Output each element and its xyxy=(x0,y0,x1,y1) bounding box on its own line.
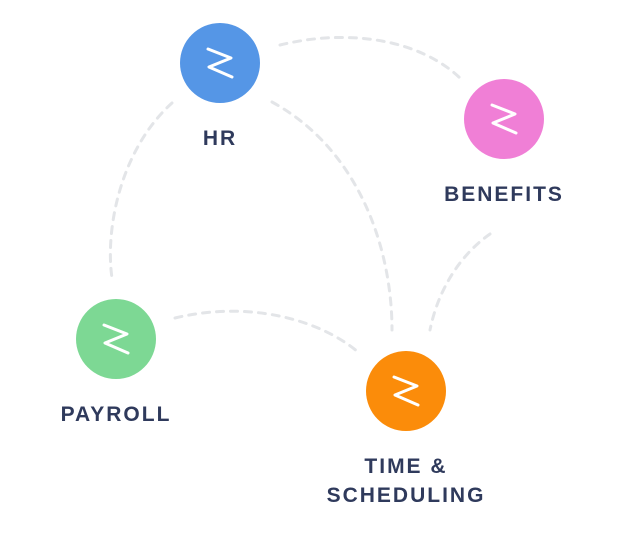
connector-hr-payroll xyxy=(108,101,174,280)
connector-hr-benefits xyxy=(278,36,462,80)
time-scheduling-label: TIME & SCHEDULING xyxy=(306,452,506,510)
zigzag-logo-icon xyxy=(102,323,130,355)
zigzag-logo-icon xyxy=(392,375,420,407)
payroll-label: PAYROLL xyxy=(60,403,172,426)
time-scheduling-label-line1: TIME & xyxy=(364,455,448,478)
connector-payroll-time xyxy=(173,309,360,354)
benefits-label: BENEFITS xyxy=(444,183,564,206)
benefits-node[interactable] xyxy=(464,79,544,159)
time-scheduling-node[interactable] xyxy=(366,351,446,431)
payroll-node[interactable] xyxy=(76,299,156,379)
hr-node[interactable] xyxy=(180,23,260,103)
zigzag-logo-icon xyxy=(206,47,234,79)
hr-label: HR xyxy=(202,127,238,150)
connector-benefits-time xyxy=(428,232,492,332)
zigzag-logo-icon xyxy=(490,103,518,135)
connector-hr-time xyxy=(270,100,394,332)
time-scheduling-label-line2: SCHEDULING xyxy=(326,484,486,507)
